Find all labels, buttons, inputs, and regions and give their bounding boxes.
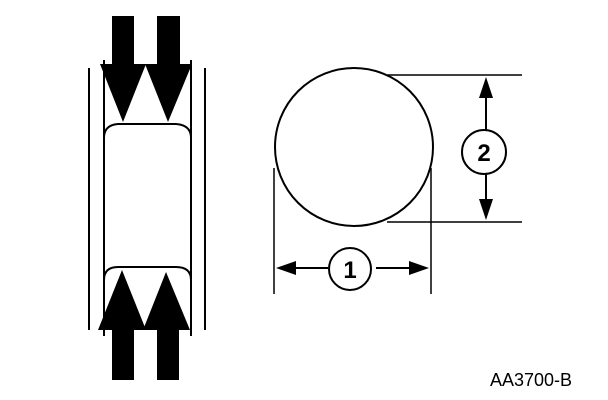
part-circle — [274, 67, 434, 227]
part-top-cap — [103, 123, 192, 139]
callout-1-label: 1 — [343, 257, 356, 284]
part-bottom-cap — [103, 266, 192, 281]
arrow-down-icon — [100, 16, 146, 122]
top-force-arrows — [100, 16, 192, 122]
callout-2-circle — [461, 129, 507, 175]
arrow-down-icon — [145, 16, 192, 122]
arrow-up-icon — [479, 77, 493, 98]
figure-reference-code: AA3700-B — [490, 370, 572, 390]
dimension-illustration: 1 2 — [273, 67, 522, 294]
arrow-up-icon — [98, 270, 146, 380]
arrow-right-icon — [409, 261, 429, 275]
arrow-up-icon — [143, 272, 190, 380]
dimension-1: 1 — [276, 247, 429, 291]
arrow-left-icon — [276, 261, 296, 275]
compression-illustration — [88, 60, 206, 336]
dimension-2: 2 — [461, 77, 507, 220]
bottom-force-arrows — [98, 270, 190, 380]
callout-1-circle — [328, 247, 372, 291]
arrow-down-icon — [479, 199, 493, 220]
callout-2-label: 2 — [477, 140, 490, 167]
